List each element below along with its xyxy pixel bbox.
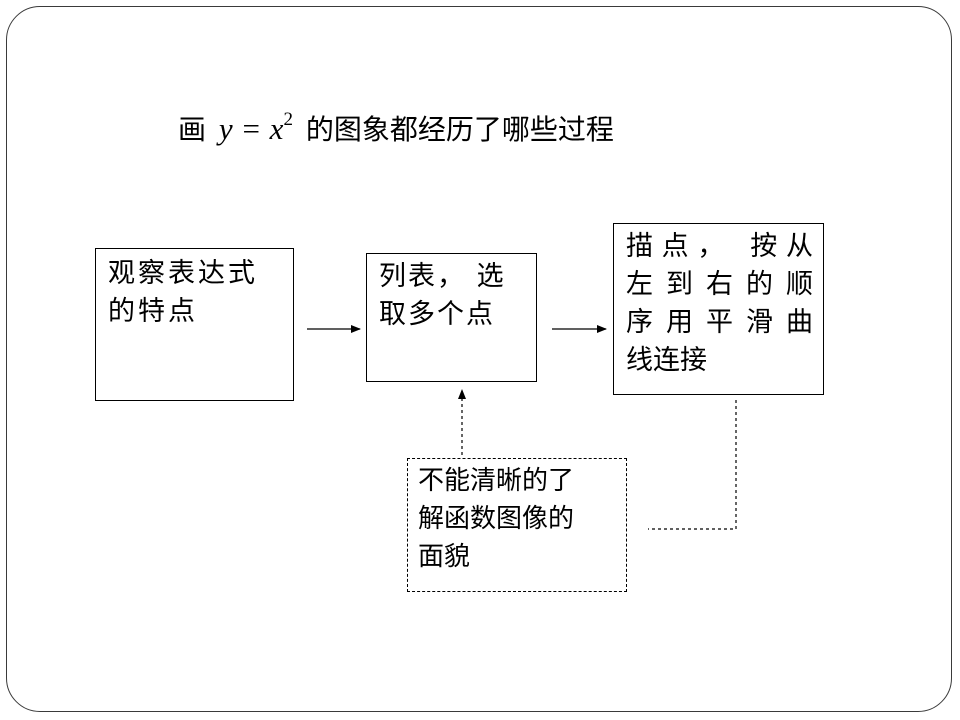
dashed-link-plot-to-limitation: [648, 400, 737, 530]
step-observe-line-2: 的特点: [108, 296, 198, 327]
equation-equals: =: [242, 111, 260, 146]
step-tabulate-line-1: 列表， 选: [379, 261, 506, 292]
limitation-line-3: 面貌: [418, 542, 471, 572]
step-plot-line-2: 左到右的顺: [626, 269, 813, 300]
title-equation: y = x2: [215, 109, 297, 146]
step-plot-line-3: 序用平滑曲: [626, 307, 813, 338]
equation-y: y: [218, 111, 233, 146]
step-tabulate-box: 列表， 选 取多个点: [366, 253, 537, 382]
step-tabulate-line-2: 取多个点: [379, 299, 495, 330]
equation-x: x: [269, 111, 284, 146]
title-prefix: 画: [178, 113, 207, 146]
step-observe-line-1: 观察表达式: [108, 258, 258, 289]
limitation-line-1: 不能清晰的了: [418, 466, 575, 496]
equation-exponent: 2: [283, 109, 293, 130]
step-observe-box: 观察表达式 的特点: [95, 248, 294, 401]
title-suffix: 的图象都经历了哪些过程: [305, 113, 614, 146]
step-plot-box: 描点， 按从 左到右的顺 序用平滑曲 线连接: [613, 223, 824, 395]
step-plot-line-1: 描点， 按从: [626, 231, 813, 262]
limitation-note-box: 不能清晰的了 解函数图像的 面貌: [407, 458, 627, 592]
limitation-line-2: 解函数图像的: [418, 504, 575, 534]
step-plot-line-4: 线连接: [626, 345, 707, 376]
slide-title: 画 y = x2 的图象都经历了哪些过程: [178, 96, 614, 146]
